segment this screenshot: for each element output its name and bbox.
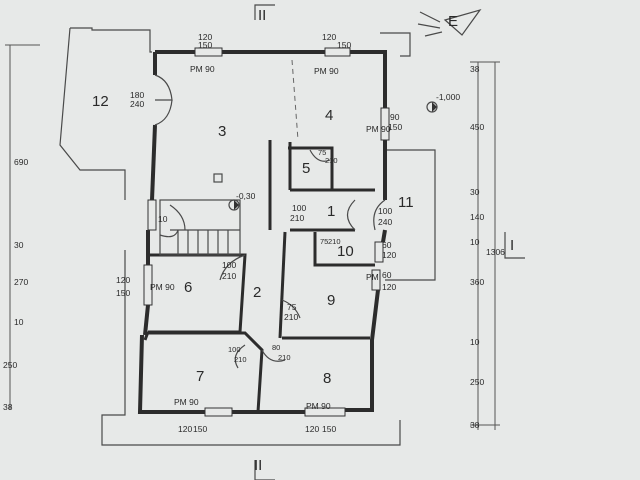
section-ii-top: II <box>258 7 266 24</box>
dim-left-4: 250 <box>3 360 17 370</box>
door-room9-w: 75 <box>287 302 297 312</box>
door-room5-w: 75 <box>318 148 326 157</box>
dim-right-0: 38 <box>470 64 480 74</box>
door-room7-h: 210 <box>234 355 247 364</box>
room-6-label: 6 <box>184 279 192 296</box>
elevation-exterior: -1,000 <box>436 92 460 102</box>
room-4-label: 4 <box>325 107 333 124</box>
bottom-window-left-w: 120 <box>178 424 192 434</box>
right-dimension-labels: 38 450 30 140 10 360 10 250 38 1306 <box>470 64 505 430</box>
door-swings <box>154 74 386 369</box>
dim-left-1: 30 <box>14 240 24 250</box>
bottom-window-right-h: 150 <box>322 424 336 434</box>
room-3-label: 3 <box>218 123 226 140</box>
exterior-walls <box>137 50 387 414</box>
terrace-door-h: 240 <box>130 99 144 109</box>
pm-room9: PM <box>366 272 379 282</box>
staircase <box>159 199 241 256</box>
stair-label: 10 <box>158 214 168 224</box>
door-room7-w: 100 <box>228 345 241 354</box>
pm-room8: PM 90 <box>306 401 331 411</box>
bottom-window-left-h: 150 <box>193 424 207 434</box>
window-room6-h: 150 <box>116 288 130 298</box>
beam-dashed-line <box>291 59 299 141</box>
right-dimension-chain <box>470 61 500 430</box>
room-7-label: 7 <box>196 368 204 385</box>
dim-right-8: 38 <box>470 420 480 430</box>
top-window-left-h: 150 <box>198 40 212 50</box>
door-room1a-h: 210 <box>290 213 304 223</box>
pm-room6: PM 90 <box>150 282 175 292</box>
door-room6-w: 100 <box>222 260 236 270</box>
pm-room7: PM 90 <box>174 397 199 407</box>
room-8-label: 8 <box>323 370 331 387</box>
door-room10-h: 210 <box>328 237 341 246</box>
window-room10-h: 120 <box>382 250 396 260</box>
dim-right-2: 30 <box>470 187 480 197</box>
dim-right-3: 140 <box>470 212 484 222</box>
section-ii-bottom: II <box>254 457 262 474</box>
top-window-right-w: 120 <box>322 32 336 42</box>
dim-right-1: 450 <box>470 122 484 132</box>
top-window-left-w: 120 <box>198 32 212 42</box>
dim-right-5: 360 <box>470 277 484 287</box>
door-room8-h: 210 <box>278 353 291 362</box>
opening-labels: 120 150 PM 90 120 150 PM 90 180 240 90 1… <box>116 32 402 434</box>
terrace-outline <box>59 27 436 446</box>
pm-room4: PM 90 <box>366 124 391 134</box>
north-label: E <box>448 13 458 30</box>
door-room1b-h: 240 <box>378 217 392 227</box>
left-dimension-labels: 690 30 270 10 250 38 <box>3 157 28 412</box>
room-1-label: 1 <box>327 203 335 220</box>
dim-left-3: 10 <box>14 317 24 327</box>
dim-right-4: 10 <box>470 237 480 247</box>
dim-left-0: 690 <box>14 157 28 167</box>
right-window-room4-h: 150 <box>388 122 402 132</box>
room-10-label: 10 <box>337 243 354 260</box>
terrace-door-w: 180 <box>130 90 144 100</box>
window-markers <box>143 47 390 417</box>
section-i: I <box>510 237 514 254</box>
dim-left-2: 270 <box>14 277 28 287</box>
left-dimension-chain <box>5 44 40 410</box>
room-5-label: 5 <box>302 160 310 177</box>
door-room1a-w: 100 <box>292 203 306 213</box>
door-room5-h: 210 <box>325 156 338 165</box>
section-marker-i <box>504 232 525 259</box>
room-9-label: 9 <box>327 292 335 309</box>
elevation-living: -0,30 <box>236 191 256 201</box>
north-arrow <box>417 8 482 37</box>
window-room6-w: 120 <box>116 275 130 285</box>
dim-right-6: 10 <box>470 337 480 347</box>
door-room1b-w: 100 <box>378 206 392 216</box>
room-12-label: 12 <box>92 93 109 110</box>
window-room9-w: 60 <box>382 270 392 280</box>
interior-walls <box>143 140 375 413</box>
elevation-labels: -0,30 -1,000 <box>236 92 460 201</box>
door-room6-h: 210 <box>222 271 236 281</box>
section-labels: II II I E <box>254 7 514 474</box>
pm-top-left: PM 90 <box>190 64 215 74</box>
right-window-room4-w: 90 <box>390 112 400 122</box>
door-room8-w: 80 <box>272 343 280 352</box>
dim-right-7: 250 <box>470 377 484 387</box>
bottom-window-right-w: 120 <box>305 424 319 434</box>
pm-top-right: PM 90 <box>314 66 339 76</box>
room-11-label: 11 <box>398 194 414 211</box>
door-room10-w: 75 <box>320 237 328 246</box>
top-window-right-h: 150 <box>337 40 351 50</box>
section-marker-ii <box>254 4 275 480</box>
room-numbers: 1 2 3 4 5 6 7 8 9 10 11 12 <box>92 93 414 387</box>
door-room9-h: 210 <box>284 312 298 322</box>
window-room10-w: 60 <box>382 240 392 250</box>
room-2-label: 2 <box>253 284 261 301</box>
elevation-markers <box>213 101 438 211</box>
dim-left-5: 38 <box>3 402 13 412</box>
dim-right-total: 1306 <box>486 247 505 257</box>
window-room9-h: 120 <box>382 282 396 292</box>
